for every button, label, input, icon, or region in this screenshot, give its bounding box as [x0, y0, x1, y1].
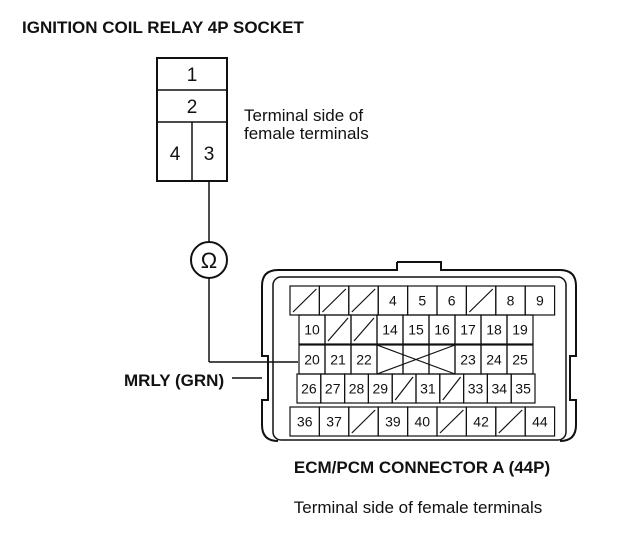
- terminal-36: 36: [297, 414, 313, 430]
- ecm-connector-terminals: 4 5 6 8 9 10 14 15 16 17 18 19 20 21 22 23 24 25 26 27 28 29 3…: [289, 285, 556, 437]
- unused-terminal-slash: [442, 376, 462, 401]
- terminal-39: 39: [385, 414, 401, 430]
- unused-terminal-slash: [321, 288, 347, 313]
- socket-title: IGNITION COIL RELAY 4P SOCKET: [22, 18, 304, 37]
- terminal-28: 28: [349, 381, 365, 397]
- relay-socket: 1 2 4 3: [156, 57, 228, 182]
- socket-terminal-3: 3: [204, 144, 215, 165]
- socket-note-line2: female terminals: [244, 124, 369, 143]
- terminal-34: 34: [492, 381, 508, 397]
- terminal-8: 8: [507, 293, 515, 309]
- terminal-cell: [510, 373, 536, 404]
- socket-terminal-4: 4: [170, 144, 181, 165]
- socket-terminal-2: 2: [187, 97, 198, 118]
- terminal-10: 10: [304, 322, 320, 338]
- ohmmeter: Ω: [190, 241, 228, 279]
- terminal-cell: [524, 285, 556, 316]
- terminal-6: 6: [448, 293, 456, 309]
- unused-terminal-slash: [351, 288, 376, 313]
- terminal-17: 17: [460, 322, 476, 338]
- socket-terminal-1: 1: [187, 65, 198, 86]
- socket-note-line1: Terminal side of: [244, 106, 363, 125]
- terminal-35: 35: [515, 381, 531, 397]
- unused-terminal-slash: [292, 288, 317, 313]
- unused-terminal-slash: [353, 317, 375, 342]
- unused-terminal-slash: [327, 317, 349, 342]
- connector-note: Terminal side of female terminals: [294, 498, 542, 517]
- blank-area-cross: [376, 344, 456, 375]
- terminal-42: 42: [473, 414, 489, 430]
- ohm-icon: Ω: [201, 248, 217, 273]
- terminal-18: 18: [486, 322, 502, 338]
- terminal-20: 20: [304, 352, 320, 368]
- terminal-31: 31: [420, 381, 436, 397]
- terminal-21: 21: [330, 352, 346, 368]
- terminal-16: 16: [434, 322, 450, 338]
- ecm-connector-housing: [261, 261, 577, 442]
- terminal-40: 40: [415, 414, 431, 430]
- probe-wire: [208, 181, 298, 363]
- unused-terminal-slash: [394, 376, 414, 401]
- terminal-4: 4: [389, 293, 397, 309]
- terminal-cell: [506, 314, 534, 345]
- terminal-14: 14: [382, 322, 398, 338]
- terminal-15: 15: [408, 322, 424, 338]
- connector-title: ECM/PCM CONNECTOR A (44P): [294, 458, 550, 477]
- terminal-27: 27: [325, 381, 341, 397]
- terminal-26: 26: [301, 381, 317, 397]
- terminal-33: 33: [468, 381, 484, 397]
- unused-terminal-slash: [351, 409, 376, 434]
- unused-terminal-slash: [498, 409, 523, 434]
- terminal-cell: [524, 406, 556, 437]
- terminal-22: 22: [356, 352, 372, 368]
- terminal-29: 29: [373, 381, 389, 397]
- terminal-24: 24: [486, 352, 502, 368]
- unused-terminal-slash: [439, 409, 464, 434]
- terminal-37: 37: [326, 414, 342, 430]
- wire-label: MRLY (GRN): [124, 371, 224, 390]
- terminal-19: 19: [512, 322, 528, 338]
- terminal-25: 25: [512, 352, 528, 368]
- terminal-44: 44: [532, 414, 548, 430]
- terminal-5: 5: [418, 293, 426, 309]
- terminal-23: 23: [460, 352, 476, 368]
- unused-terminal-slash: [468, 288, 494, 313]
- terminal-9: 9: [536, 293, 544, 309]
